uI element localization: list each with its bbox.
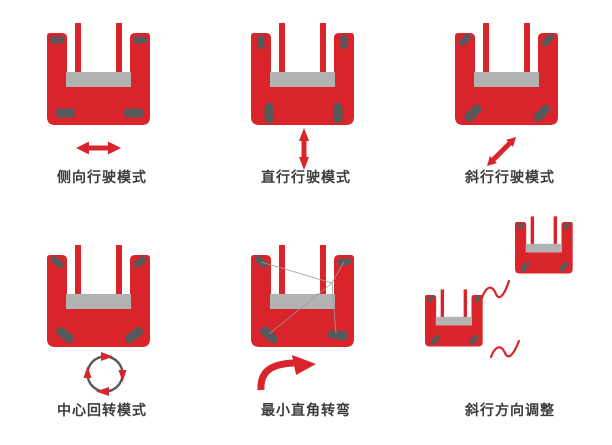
wheel-icons [458,33,555,122]
forklift-diagonal-graphic [455,23,558,166]
forklift-top-view-icon [47,245,150,347]
turning-radius-lines-icon [260,261,345,335]
forklift-top-view-icon [251,23,354,125]
forklift-turn-graphic [251,245,354,391]
forklift-rotation-graphic [47,245,150,396]
mode-label: 最小直角转弯 [261,403,351,419]
wheel-icons [50,256,147,344]
wheel-icons [517,222,571,272]
forklift-top-view-icon [455,23,558,125]
wavy-path-icon [480,279,521,359]
forklift-top-view-icon [251,245,354,347]
forklift-lateral-graphic [47,23,150,155]
panel-straight-mode: 直行行驶模式 [204,0,408,212]
diagonal-double-arrow-icon [487,137,516,166]
mode-label: 侧向行驶模式 [57,170,147,186]
mode-label: 斜行方向调整 [465,403,555,419]
forklift-adjust-graphic [425,216,573,359]
forklift-top-view-icon [515,216,573,274]
horizontal-double-arrow-icon [76,141,121,155]
curved-turn-arrow-icon [257,355,316,391]
panel-diagonal-direction-adjust: 斜行方向调整 [408,212,612,445]
panel-min-right-angle-turn: 最小直角转弯 [204,212,408,445]
forklift-top-view-icon [47,23,150,125]
clockwise-rotation-icon [83,352,127,396]
mode-label: 直行行驶模式 [261,170,351,186]
panel-diagonal-mode: 斜行行驶模式 [408,0,612,212]
wheel-icons [50,36,147,118]
mode-label: 中心回转模式 [57,403,147,419]
forklift-straight-graphic [251,23,354,170]
forklift-top-view-icon [425,289,483,347]
wheel-icons [257,35,348,123]
panel-center-rotation-mode: 中心回转模式 [0,212,204,445]
mode-label: 斜行行驶模式 [465,170,555,186]
vertical-double-arrow-icon [299,128,309,170]
panel-lateral-mode: 侧向行驶模式 [0,0,204,212]
wheel-icons [427,295,481,345]
